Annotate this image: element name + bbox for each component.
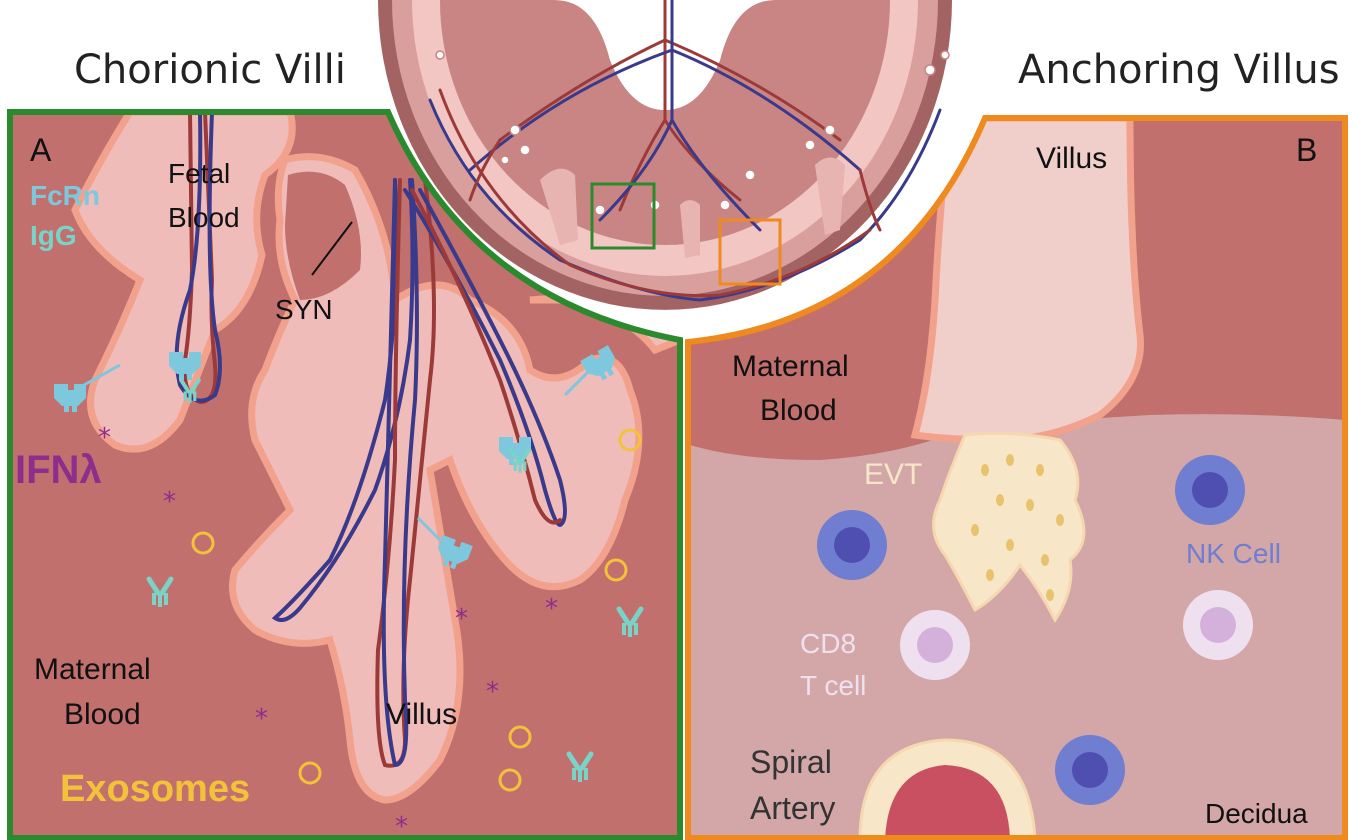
maternal-blood-a-label-1: Maternal xyxy=(34,655,151,685)
spiral-artery-label-1: Spiral xyxy=(750,746,832,778)
panel-a-letter: A xyxy=(30,134,51,166)
evt-label: EVT xyxy=(864,460,922,490)
fetal-blood-label-1: Fetal xyxy=(168,160,230,188)
decidua-label: Decidua xyxy=(1205,800,1308,828)
cd8-cell-2 xyxy=(1183,590,1253,660)
nk-cell-3 xyxy=(1055,735,1125,805)
svg-text:*: * xyxy=(455,604,468,634)
panel-b-letter: B xyxy=(1296,134,1317,166)
cd8-label-1: CD8 xyxy=(800,630,856,658)
title-anchoring-villus: Anchoring Villus xyxy=(1018,50,1340,90)
villus-b-label: Villus xyxy=(1036,144,1107,174)
syn-label: SYN xyxy=(275,296,333,324)
nk-cell-2 xyxy=(1175,455,1245,525)
cd8-label-2: T cell xyxy=(800,672,866,700)
igg-label: IgG xyxy=(30,222,77,250)
svg-text:*: * xyxy=(486,677,499,707)
cd8-cell-1 xyxy=(900,610,970,680)
spiral-artery-label-2: Artery xyxy=(750,792,835,824)
fcrn-label: FcRn xyxy=(30,182,100,210)
nk-cell-label: NK Cell xyxy=(1186,540,1281,568)
fetal-blood-label-2: Blood xyxy=(168,204,240,232)
nk-cell-1 xyxy=(817,510,887,580)
exosomes-label: Exosomes xyxy=(60,770,250,808)
villus-a-label: Villus xyxy=(386,700,457,730)
svg-text:*: * xyxy=(545,594,558,624)
ifn-lambda-label: IFNλ xyxy=(15,450,102,490)
svg-text:*: * xyxy=(163,487,176,517)
svg-text:*: * xyxy=(255,704,268,734)
maternal-blood-a-label-2: Blood xyxy=(64,700,141,730)
maternal-blood-b-label-2: Blood xyxy=(760,396,837,426)
title-chorionic-villi: Chorionic Villi xyxy=(74,50,346,90)
maternal-blood-b-label-1: Maternal xyxy=(732,352,849,382)
